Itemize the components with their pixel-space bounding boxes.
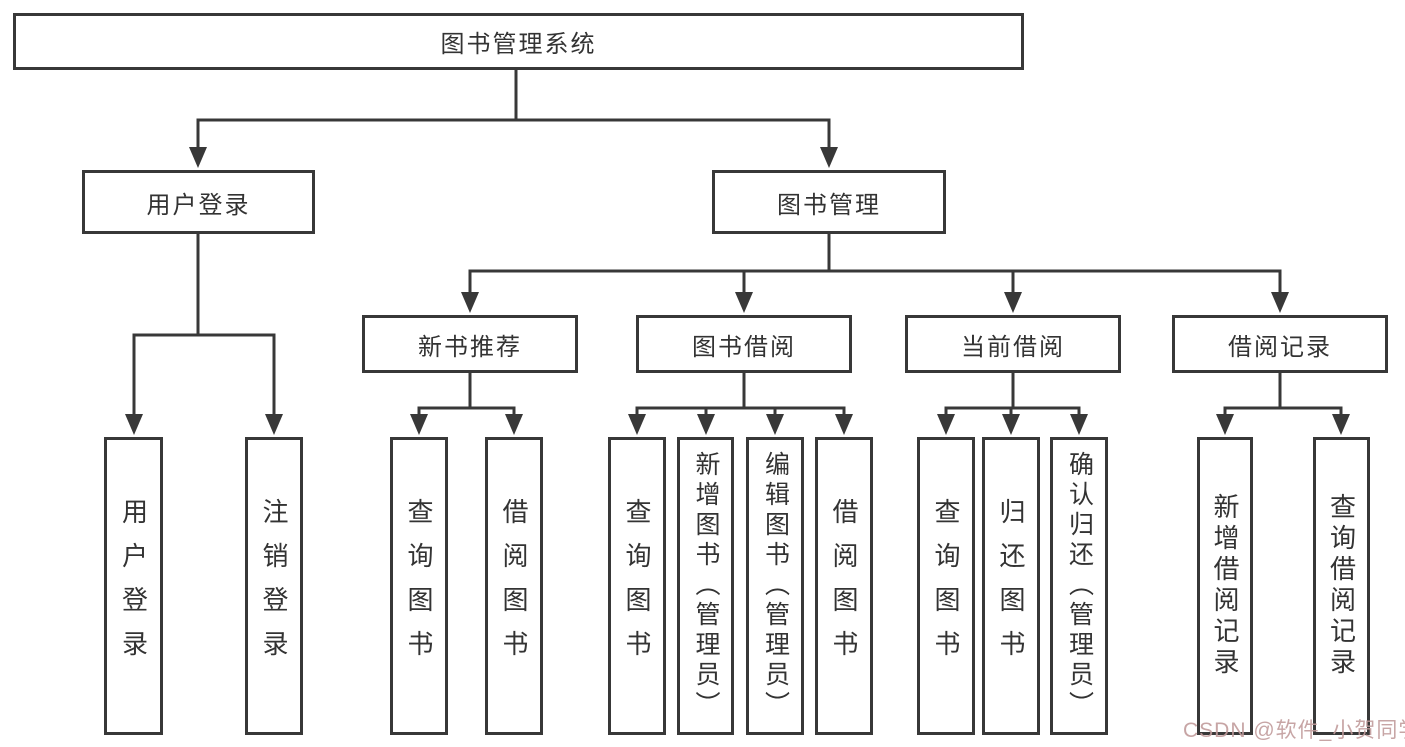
leaf-label: 编辑图书（管理员）	[761, 451, 790, 721]
node-new-book-recommendation: 新书推荐	[362, 315, 578, 373]
node-current-borrowing: 当前借阅	[905, 315, 1121, 373]
leaf-label: 借阅图书	[499, 498, 529, 674]
leaf-label: 查询图书	[622, 498, 652, 674]
leaf-add-books-admin: 新增图书（管理员）	[677, 437, 734, 735]
connector-current-borrowing-branch	[937, 373, 1088, 435]
leaf-query-books-borrowing: 查询图书	[608, 437, 666, 735]
connector-borrowing-records-branch	[1216, 373, 1350, 435]
csdn-watermark: CSDN @软件_小贺同学	[1183, 719, 1405, 742]
leaf-confirm-return-admin: 确认归还（管理员）	[1050, 437, 1108, 735]
leaf-label: 新增借阅记录	[1210, 493, 1240, 679]
leaf-label: 查询图书	[931, 498, 961, 674]
leaf-label: 用户登录	[118, 498, 149, 674]
leaf-query-books-current: 查询图书	[917, 437, 975, 735]
connector-root-to-level2	[189, 70, 838, 168]
leaf-label: 新增图书（管理员）	[692, 451, 720, 721]
connector-book-borrowing-branch	[628, 373, 853, 435]
leaf-query-books-recommend: 查询图书	[390, 437, 448, 735]
node-library-management-system: 图书管理系统	[13, 13, 1024, 70]
leaf-label: 查询借阅记录	[1326, 493, 1357, 679]
node-book-borrowing: 图书借阅	[636, 315, 852, 373]
node-borrowing-records: 借阅记录	[1172, 315, 1388, 373]
leaf-return-books: 归还图书	[982, 437, 1040, 735]
node-user-login: 用户登录	[82, 170, 315, 234]
leaf-label: 查询图书	[404, 498, 434, 674]
leaf-label: 确认归还（管理员）	[1065, 451, 1094, 721]
leaf-label: 借阅图书	[829, 498, 859, 674]
leaf-query-borrow-record: 查询借阅记录	[1313, 437, 1370, 735]
node-book-management: 图书管理	[712, 170, 946, 234]
leaf-edit-books-admin: 编辑图书（管理员）	[746, 437, 804, 735]
leaf-add-borrow-record: 新增借阅记录	[1197, 437, 1253, 735]
connector-book-management-branch	[461, 234, 1289, 313]
leaf-label: 归还图书	[996, 498, 1026, 674]
connector-user-login-branch	[125, 234, 283, 435]
leaf-borrow-books-recommend: 借阅图书	[485, 437, 543, 735]
leaf-borrow-books-borrowing: 借阅图书	[815, 437, 873, 735]
leaf-logout-login: 注销登录	[245, 437, 303, 735]
leaf-label: 注销登录	[259, 498, 289, 674]
connector-new-book-recommendation-branch	[410, 373, 523, 435]
leaf-user-login: 用户登录	[104, 437, 163, 735]
